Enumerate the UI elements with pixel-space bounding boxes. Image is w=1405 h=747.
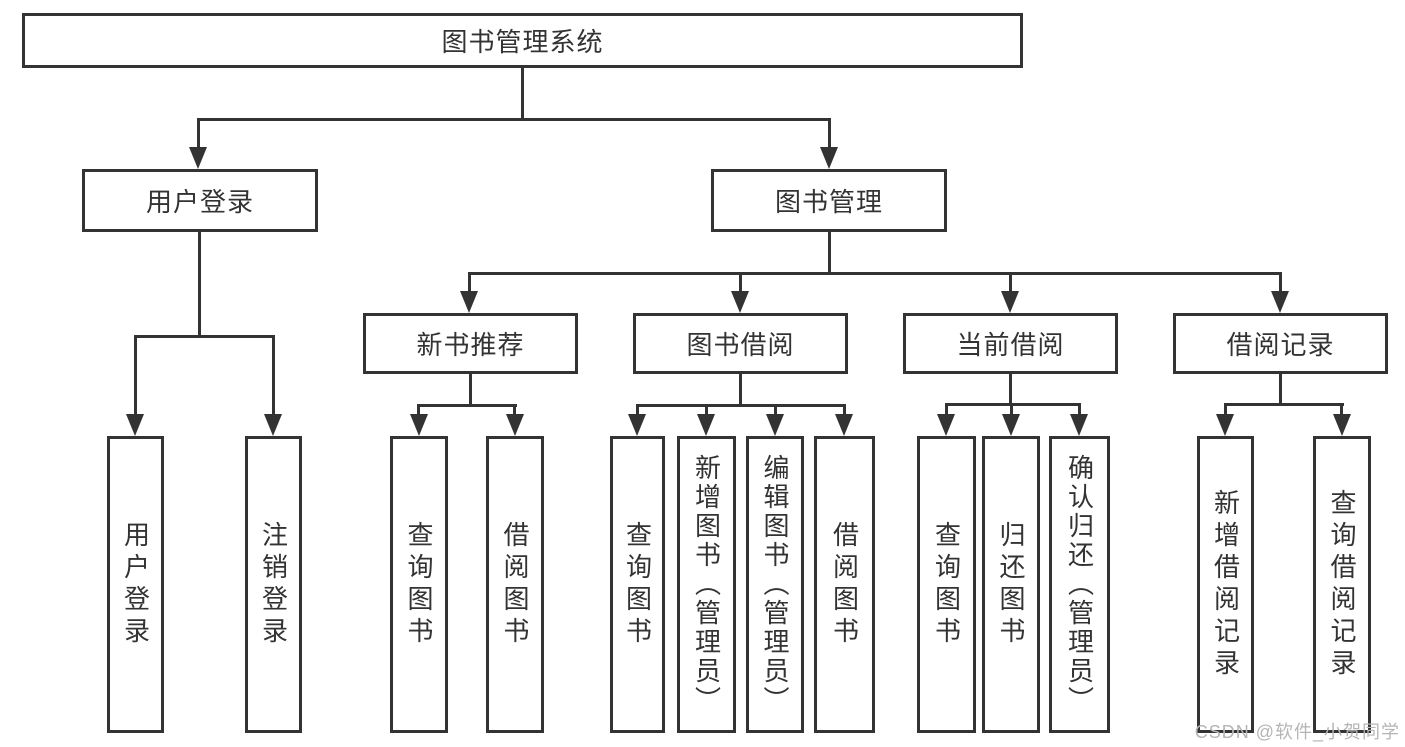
arrow-down-icon xyxy=(766,414,784,436)
leaf-confirm-return-admin-label: 确认归还（管理员） xyxy=(1064,454,1095,715)
arrow-down-icon xyxy=(697,414,715,436)
leaf-borrowing-query-books: 查询图书 xyxy=(610,436,665,733)
node-new-book-recommendation: 新书推荐 xyxy=(363,313,578,374)
leaf-user-login: 用户登录 xyxy=(107,436,164,733)
node-book-borrowing-label: 图书借阅 xyxy=(686,330,795,360)
arrow-down-icon xyxy=(731,291,749,313)
node-borrowing-records: 借阅记录 xyxy=(1173,313,1388,374)
arrow-down-icon xyxy=(1070,414,1088,436)
node-root-library-system: 图书管理系统 xyxy=(22,13,1023,68)
leaf-borrowing-borrow-books-label: 借阅图书 xyxy=(829,520,860,649)
connector-current-stem xyxy=(1009,374,1012,405)
leaf-confirm-return-admin: 确认归还（管理员） xyxy=(1049,436,1110,733)
connector-recommend-drop-2 xyxy=(513,404,516,416)
connector-borrowing-stem xyxy=(739,374,742,407)
node-current-borrowing: 当前借阅 xyxy=(903,313,1118,374)
arrow-down-icon xyxy=(937,414,955,436)
leaf-borrowing-borrow-books: 借阅图书 xyxy=(814,436,875,733)
connector-borrowing-drop-2 xyxy=(705,404,708,416)
connector-bookmgmt-drop-2 xyxy=(739,272,742,294)
arrow-down-icon xyxy=(264,414,282,436)
connector-bookmgmt-drop-1 xyxy=(468,272,471,294)
leaf-borrowing-query-books-label: 查询图书 xyxy=(622,520,653,649)
connector-borrowing-drop-4 xyxy=(843,404,846,416)
node-book-management-label: 图书管理 xyxy=(774,187,883,217)
connector-recommend-crossbar xyxy=(417,404,517,407)
connector-bookmgmt-drop-3 xyxy=(1009,272,1012,294)
leaf-return-books: 归还图书 xyxy=(982,436,1040,733)
arrow-down-icon xyxy=(506,414,524,436)
leaf-current-query-books-label: 查询图书 xyxy=(931,520,962,649)
node-user-login: 用户登录 xyxy=(82,169,318,232)
leaf-add-borrow-record-label: 新增借阅记录 xyxy=(1210,488,1241,681)
connector-root-left-drop xyxy=(197,118,200,148)
csdn-watermark: CSDN @软件_小贺同学 xyxy=(1194,722,1400,742)
arrow-down-icon xyxy=(1002,414,1020,436)
leaf-return-books-label: 归还图书 xyxy=(996,520,1026,649)
connector-current-crossbar xyxy=(945,403,1081,406)
connector-root-crossbar xyxy=(197,118,831,121)
node-new-book-recommendation-label: 新书推荐 xyxy=(416,330,525,360)
leaf-add-books-admin-label: 新增图书（管理员） xyxy=(691,454,722,715)
connector-bookmgmt-stem xyxy=(828,231,831,275)
connector-recommend-stem xyxy=(469,374,472,407)
node-borrowing-records-label: 借阅记录 xyxy=(1226,330,1335,360)
leaf-recommend-borrow-books-label: 借阅图书 xyxy=(500,520,530,649)
node-book-borrowing: 图书借阅 xyxy=(633,313,848,374)
node-book-management: 图书管理 xyxy=(711,169,947,232)
leaf-add-borrow-record: 新增借阅记录 xyxy=(1197,436,1254,733)
arrow-down-icon xyxy=(1216,414,1234,436)
arrow-down-icon xyxy=(820,147,838,169)
connector-borrowing-crossbar xyxy=(636,404,846,407)
connector-bookmgmt-drop-4 xyxy=(1279,272,1282,294)
leaf-recommend-borrow-books: 借阅图书 xyxy=(486,436,544,733)
connector-records-stem xyxy=(1279,374,1282,405)
connector-userlogin-stem xyxy=(198,232,201,338)
arrow-down-icon xyxy=(1001,291,1019,313)
leaf-query-borrow-record: 查询借阅记录 xyxy=(1313,436,1371,733)
connector-records-drop-2 xyxy=(1340,403,1343,416)
connector-current-drop-2 xyxy=(1010,403,1013,416)
arrow-down-icon xyxy=(1271,291,1289,313)
leaf-logout-label: 注销登录 xyxy=(258,520,289,649)
connector-current-drop-1 xyxy=(945,403,948,416)
connector-records-crossbar xyxy=(1224,403,1344,406)
connector-root-stem xyxy=(521,68,524,121)
arrow-down-icon xyxy=(410,414,428,436)
leaf-recommend-query-books-label: 查询图书 xyxy=(404,520,434,649)
arrow-down-icon xyxy=(628,414,646,436)
connector-userlogin-drop-2 xyxy=(272,335,275,416)
connector-borrowing-drop-3 xyxy=(774,404,777,416)
leaf-query-borrow-record-label: 查询借阅记录 xyxy=(1327,488,1357,681)
leaf-current-query-books: 查询图书 xyxy=(917,436,976,733)
connector-records-drop-1 xyxy=(1224,403,1227,416)
arrow-down-icon xyxy=(189,147,207,169)
connector-borrowing-drop-1 xyxy=(636,404,639,416)
node-root-label: 图书管理系统 xyxy=(441,27,604,57)
leaf-recommend-query-books: 查询图书 xyxy=(390,436,448,733)
node-current-borrowing-label: 当前借阅 xyxy=(956,330,1065,360)
connector-current-drop-3 xyxy=(1078,403,1081,416)
connector-userlogin-crossbar xyxy=(134,335,275,338)
connector-root-right-drop xyxy=(828,118,831,148)
connector-bookmgmt-crossbar xyxy=(468,272,1282,275)
leaf-user-login-label: 用户登录 xyxy=(120,520,151,649)
connector-userlogin-drop-1 xyxy=(134,335,137,416)
connector-recommend-drop-1 xyxy=(417,404,420,416)
leaf-edit-books-admin-label: 编辑图书（管理员） xyxy=(760,454,790,715)
node-user-login-label: 用户登录 xyxy=(145,187,254,217)
arrow-down-icon xyxy=(460,291,478,313)
arrow-down-icon xyxy=(126,414,144,436)
arrow-down-icon xyxy=(835,414,853,436)
arrow-down-icon xyxy=(1333,414,1351,436)
leaf-add-books-admin: 新增图书（管理员） xyxy=(677,436,736,733)
leaf-edit-books-admin: 编辑图书（管理员） xyxy=(746,436,804,733)
leaf-logout: 注销登录 xyxy=(245,436,302,733)
